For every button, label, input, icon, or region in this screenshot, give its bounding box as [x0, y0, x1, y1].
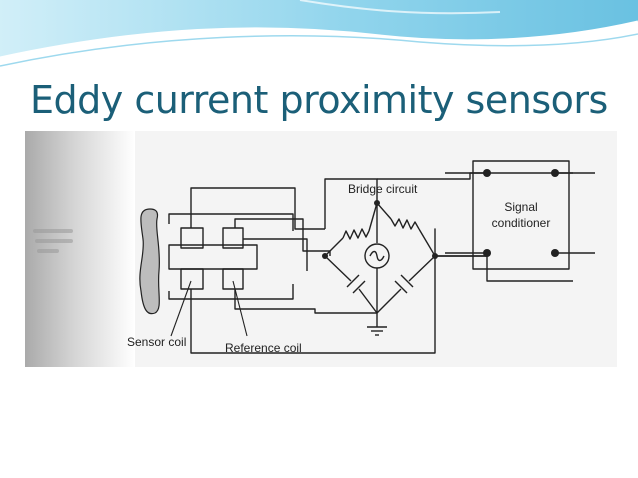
reference-coil-label: Reference coil: [225, 341, 302, 355]
resistor-right: [390, 218, 420, 230]
bridge-arm-lr: [408, 255, 436, 282]
bridge-arm-ul: [324, 237, 344, 257]
blurred-margin-text: [33, 229, 73, 253]
bridge-arm-ll: [324, 255, 352, 282]
junction-dots: [322, 169, 559, 259]
bridge-arm-ur: [376, 202, 392, 220]
wire-ref-right: [243, 238, 308, 271]
probe-housing-bottom: [168, 284, 294, 300]
header-wave-decoration: [0, 0, 638, 67]
slide-title: Eddy current proximity sensors: [30, 78, 608, 122]
resistor-left: [342, 228, 370, 240]
sensor-coil-top: [180, 227, 204, 249]
cap-left-plate-a: [346, 274, 360, 288]
eddy-current-sensor-diagram: Bridge circuit Signal conditioner Sensor…: [25, 131, 617, 367]
sensor-coil-bottom: [180, 268, 204, 290]
cap-left-plate-b: [352, 280, 366, 294]
reference-coil-bottom: [222, 268, 244, 290]
probe-housing-top: [168, 213, 294, 231]
wire-top-outer: [190, 187, 325, 230]
bridge-top-wire: [324, 178, 378, 229]
cap-right-plate-a: [400, 274, 414, 288]
reference-coil-pointer: [232, 280, 248, 337]
bridge-circuit-label: Bridge circuit: [348, 182, 418, 196]
probe-rod: [168, 244, 258, 270]
conducting-target: [139, 208, 161, 315]
wire-sensor-bottom: [190, 256, 436, 354]
sensor-coil-label: Sensor coil: [127, 335, 186, 349]
cap-right-plate-b: [394, 280, 408, 294]
bridge-right-top-wire: [377, 172, 573, 180]
signal-conditioner-box: [472, 160, 570, 270]
conditioner-label: conditioner: [492, 216, 551, 230]
reference-coil-top: [222, 227, 244, 249]
wire-ref-bottom: [234, 289, 377, 314]
sensor-coil-pointer: [170, 280, 192, 337]
signal-label: Signal: [504, 200, 537, 214]
